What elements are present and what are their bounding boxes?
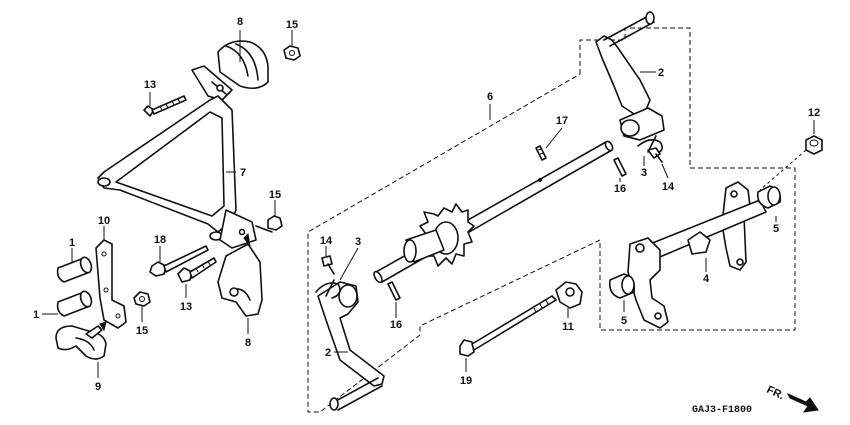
part-11-pivot bbox=[555, 281, 583, 309]
callout-1-upper: 1 bbox=[69, 237, 75, 249]
part-16-upper-pin bbox=[613, 157, 627, 177]
part-8-lower bbox=[217, 232, 263, 317]
callout-10: 10 bbox=[98, 215, 110, 227]
part-18-bolt bbox=[149, 245, 209, 277]
callout-1-lower: 1 bbox=[33, 309, 39, 321]
diagram-code: GAJ3-F1800 bbox=[692, 405, 752, 416]
callout-13-upper: 13 bbox=[144, 79, 156, 91]
part-2-lower-lever bbox=[317, 281, 385, 411]
callout-5-right: 5 bbox=[773, 223, 779, 235]
callout-15-middle: 15 bbox=[269, 189, 281, 201]
part-5-left-bushing bbox=[608, 273, 636, 299]
part-8-upper bbox=[191, 40, 269, 101]
part-2-upper-lever bbox=[595, 11, 665, 141]
callout-labels: 8 15 13 7 15 10 1 18 13 1 15 8 9 6 17 2 … bbox=[33, 16, 820, 393]
callout-12: 12 bbox=[808, 107, 820, 119]
dash-12 bbox=[759, 149, 807, 191]
part-13-upper-bolt bbox=[143, 95, 187, 117]
front-direction-label: FR. bbox=[765, 384, 786, 402]
part-15-upper-nut bbox=[283, 45, 301, 61]
leader-17 bbox=[545, 127, 563, 149]
callout-2-lower: 2 bbox=[325, 347, 331, 359]
part-15-left-nut bbox=[133, 291, 151, 307]
callout-3-lower: 3 bbox=[355, 236, 361, 248]
leader-3b bbox=[339, 247, 359, 281]
part-3-lower-clip bbox=[315, 279, 341, 299]
part-15-middle-nut bbox=[267, 215, 283, 231]
callout-6: 6 bbox=[487, 91, 493, 103]
part-14-lower-screw bbox=[321, 255, 335, 275]
part-16-lower-pin bbox=[387, 281, 401, 301]
callout-16-upper: 16 bbox=[614, 183, 626, 195]
part-6-shaft bbox=[373, 140, 614, 284]
callout-15-upper: 15 bbox=[286, 19, 298, 31]
assembly-group-outline bbox=[307, 27, 796, 413]
part-1-bushing-lower bbox=[56, 290, 93, 317]
part-14-upper-screw bbox=[647, 147, 663, 163]
callout-9: 9 bbox=[95, 381, 101, 393]
callout-13-lower: 13 bbox=[180, 301, 192, 313]
callout-14-upper: 14 bbox=[662, 181, 675, 193]
leader-14a bbox=[661, 163, 669, 179]
callout-3-upper: 3 bbox=[641, 167, 647, 179]
callout-8-lower: 8 bbox=[245, 337, 251, 349]
part-10-bracket bbox=[95, 239, 127, 329]
callout-18: 18 bbox=[154, 234, 166, 246]
part-9-clip bbox=[55, 321, 107, 360]
part-19-long-bolt bbox=[459, 295, 557, 357]
callout-15-lower: 15 bbox=[136, 325, 148, 337]
callout-14-lower: 14 bbox=[320, 235, 333, 247]
callout-11: 11 bbox=[562, 321, 574, 333]
front-direction-arrow bbox=[786, 392, 819, 413]
part-7-frame bbox=[97, 95, 273, 249]
callout-4: 4 bbox=[703, 273, 710, 285]
callout-17: 17 bbox=[556, 115, 568, 127]
part-5-right-bushing bbox=[756, 185, 782, 209]
callout-2-upper: 2 bbox=[658, 67, 664, 79]
callout-16-lower: 16 bbox=[390, 319, 402, 331]
callout-8-upper: 8 bbox=[237, 16, 243, 28]
part-13-lower-bolt bbox=[177, 257, 217, 283]
callout-7: 7 bbox=[240, 167, 246, 179]
callout-5-left: 5 bbox=[621, 315, 627, 327]
callout-19: 19 bbox=[460, 375, 472, 387]
part-1-bushing-upper bbox=[56, 256, 93, 283]
part-4-lever-assembly bbox=[627, 181, 767, 329]
part-17-pin bbox=[535, 145, 547, 161]
part-12-nut bbox=[805, 135, 823, 155]
